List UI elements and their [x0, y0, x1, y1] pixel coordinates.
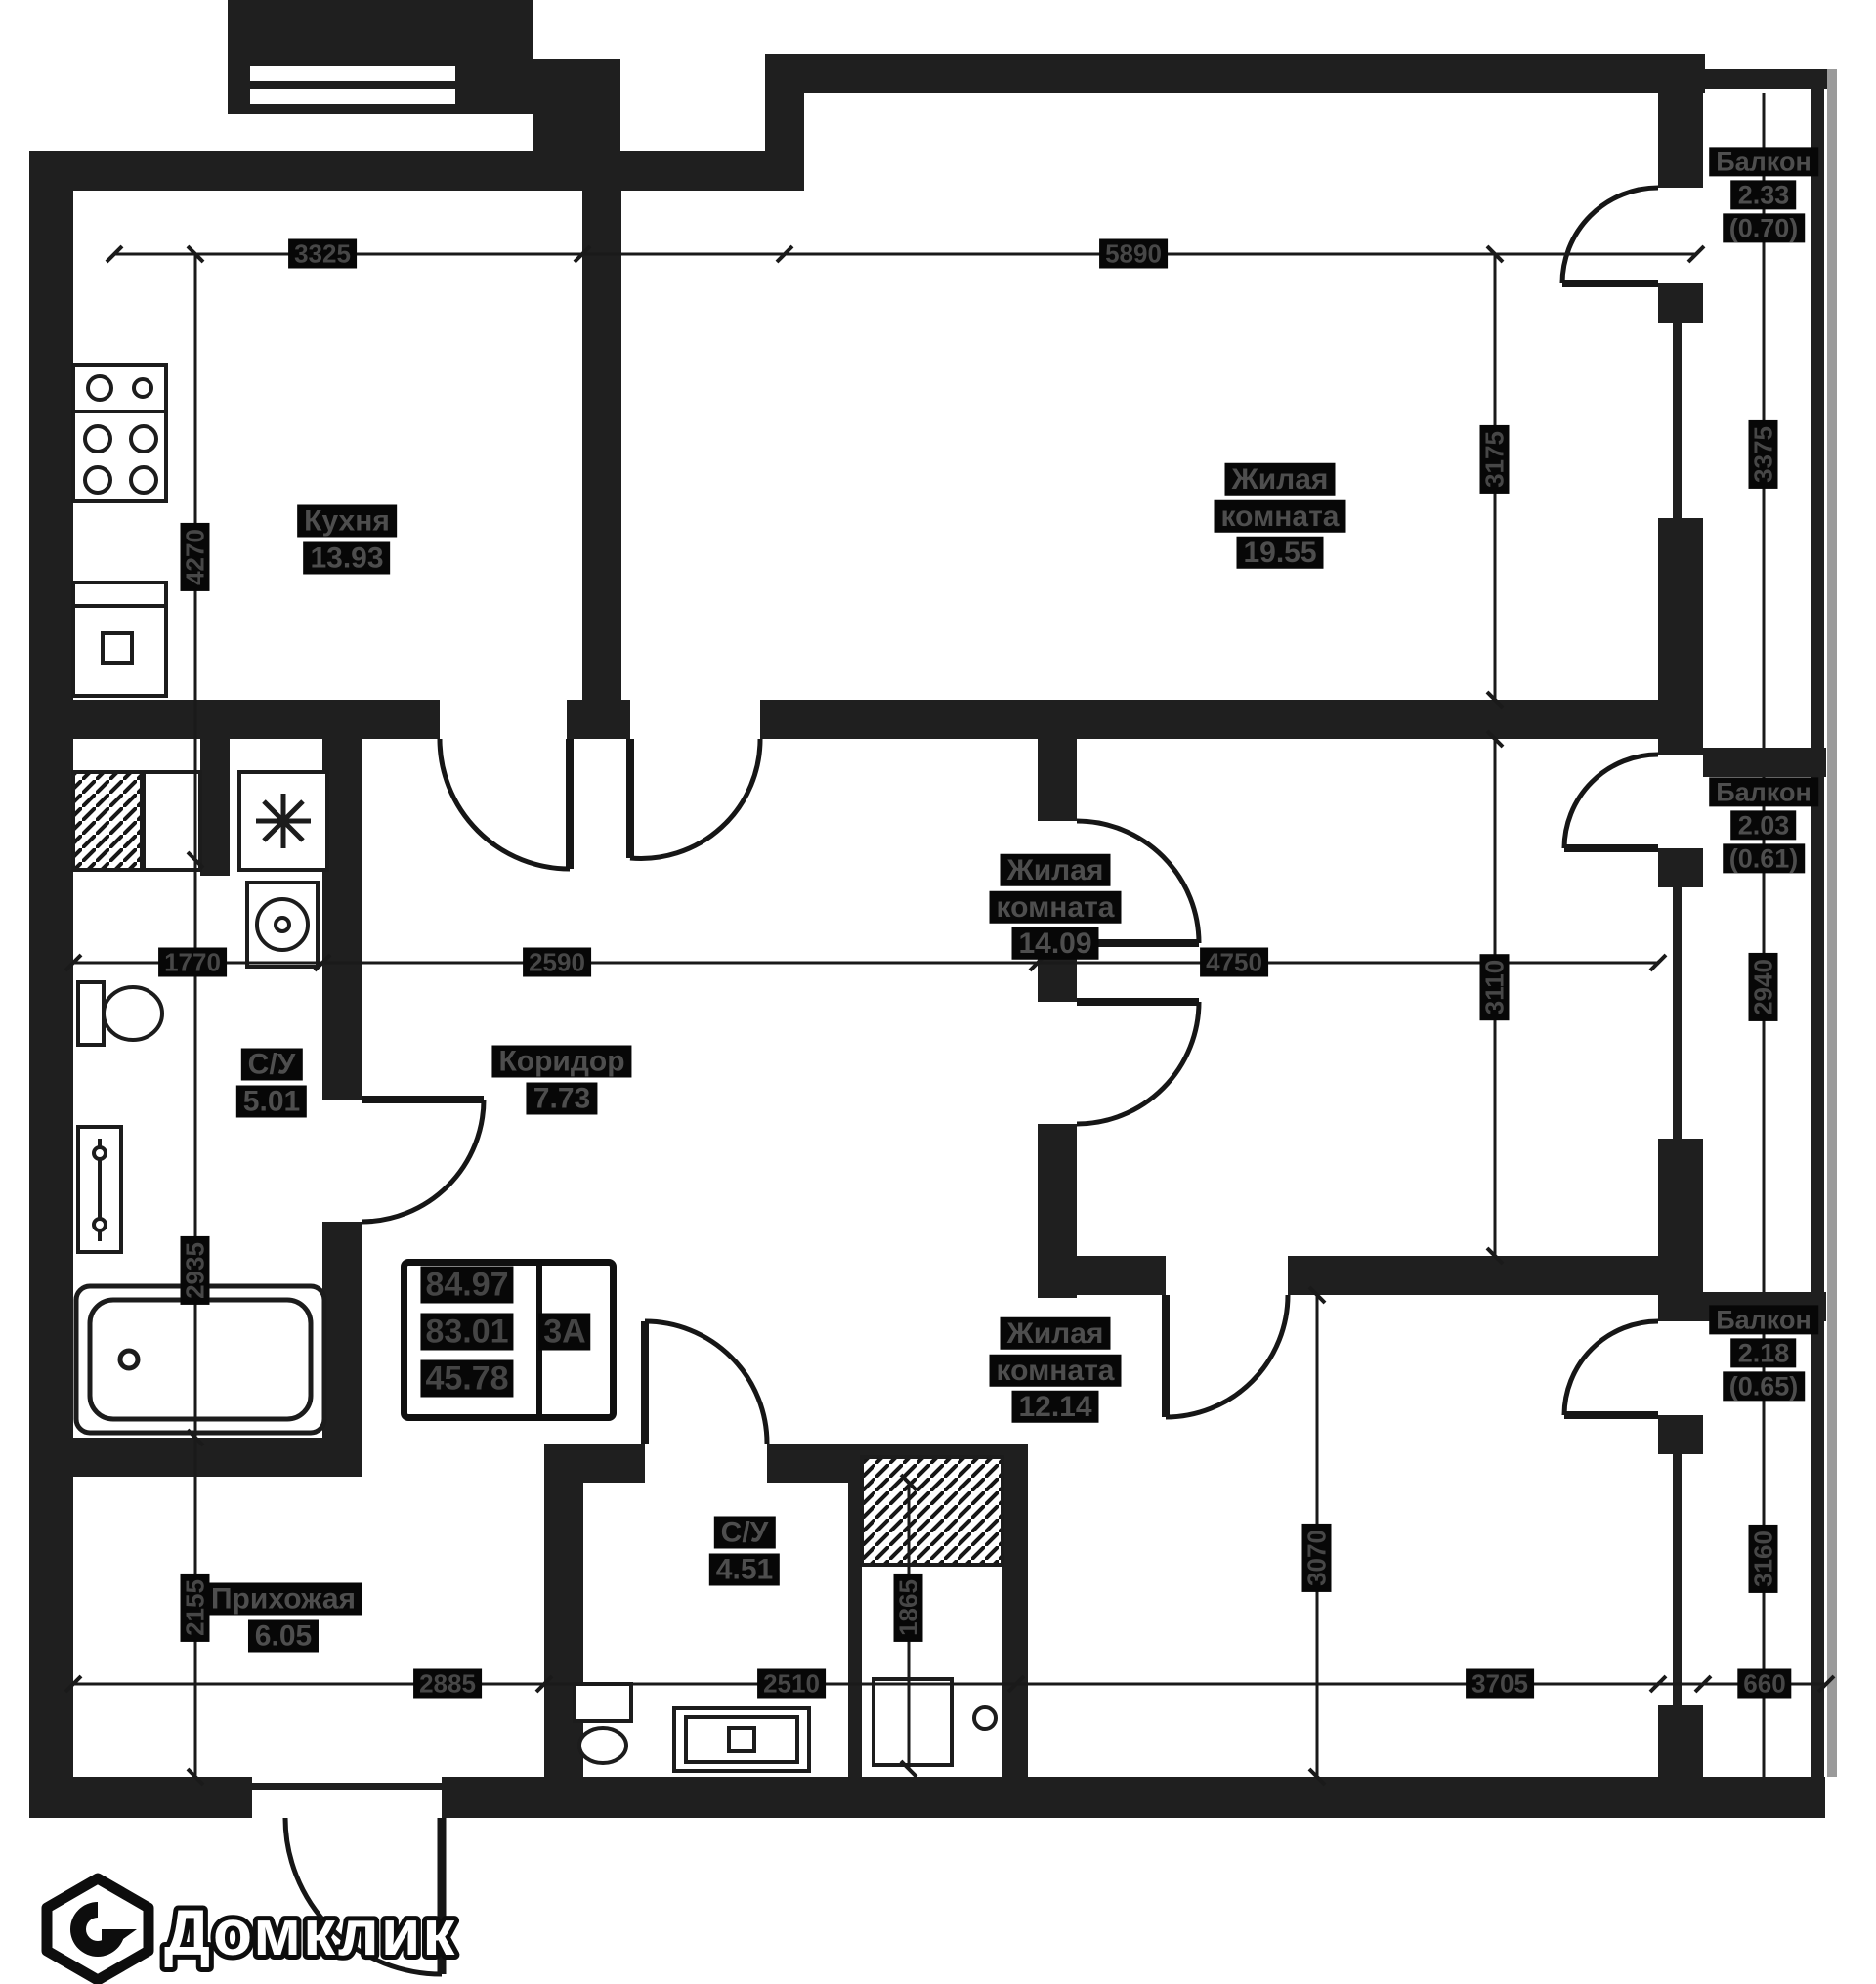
toilet-icon	[76, 980, 164, 1047]
interior-walls	[29, 191, 1658, 1777]
left-wall	[29, 151, 73, 1818]
door-kitchen	[437, 738, 574, 872]
kitchen-cabinet-icon	[71, 581, 168, 698]
valve-icon	[972, 1705, 998, 1731]
dim-living1-height: 3175	[1479, 425, 1511, 494]
dim-balcony-bottom-height: 3160	[1748, 1525, 1779, 1593]
dim-living2-height: 3110	[1479, 953, 1511, 1021]
fixtures	[71, 363, 1004, 1773]
room-label-bathroom1: С/У 5.01	[235, 1047, 308, 1120]
balcony-glazing	[1827, 69, 1837, 1777]
stamp-reduced-area: 83.01	[420, 1313, 514, 1352]
dim-bathroom2-width: 2510	[757, 1668, 826, 1700]
right-wall	[1658, 93, 1703, 1777]
dim-living1-width: 5890	[1099, 238, 1168, 270]
entrance-door	[282, 1817, 447, 1977]
washing-machine-icon	[245, 881, 320, 969]
dim-corridor-width: 2590	[523, 947, 591, 978]
door-bathroom2	[641, 1318, 770, 1445]
vent-shaft-icon	[860, 1455, 1004, 1567]
dim-shaft-height: 1865	[893, 1574, 924, 1642]
door-balcony-bottom	[1561, 1318, 1659, 1419]
walls	[29, 0, 1837, 1818]
dim-hallway-height: 2155	[180, 1574, 211, 1642]
shaft-box-icon	[872, 1677, 954, 1767]
window-icon	[1673, 887, 1682, 1139]
bathtub-icon	[73, 1283, 327, 1436]
room-label-hallway: Прихожая 6.05	[203, 1581, 363, 1655]
balcony-label-top: Балкон 2.33 (0.70)	[1709, 146, 1818, 244]
stamp-section: 3А	[538, 1313, 591, 1352]
window-icon	[1673, 1454, 1682, 1705]
entrance-threshold	[252, 1783, 442, 1790]
dim-balcony-width: 660	[1737, 1668, 1792, 1700]
dim-ticks	[105, 244, 1706, 264]
room-label-corridor: Коридор 7.73	[491, 1044, 632, 1117]
window-icon	[1673, 323, 1682, 518]
door-balcony-top	[1559, 185, 1659, 287]
doors	[282, 185, 1659, 1977]
washer-cabinet-icon	[672, 1706, 811, 1773]
dim-bathroom1-width: 1770	[158, 947, 227, 978]
kitchen-sink-icon	[71, 363, 168, 413]
room-label-kitchen: Кухня 13.93	[297, 503, 397, 577]
fan-icon	[237, 770, 329, 872]
door-living1	[626, 738, 763, 861]
balcony-label-middle: Балкон 2.03 (0.61)	[1709, 776, 1818, 875]
house-icon	[41, 1873, 154, 1984]
door-balcony-middle	[1561, 752, 1659, 852]
door-living2-b	[1076, 998, 1202, 1127]
dim-living3-height: 3070	[1301, 1524, 1333, 1592]
dim-balcony-top-height: 3375	[1748, 420, 1779, 489]
door-bathroom1	[361, 1096, 487, 1225]
dim-kitchen-height: 4270	[180, 523, 211, 591]
stamp-living-area: 45.78	[420, 1359, 514, 1399]
door-living3	[1162, 1294, 1291, 1420]
bottom-wall	[29, 1777, 252, 1818]
dim-hallway-width: 2885	[413, 1668, 482, 1700]
dim-balcony-middle-height: 2940	[1748, 953, 1779, 1021]
top-wall-right	[765, 54, 1705, 93]
stamp-total-area: 84.97	[420, 1266, 514, 1305]
room-label-bathroom2: С/У 4.51	[708, 1515, 781, 1588]
balcony-label-bottom: Балкон 2.18 (0.65)	[1709, 1304, 1818, 1402]
radiator-icon	[76, 1125, 123, 1254]
room-label-living3: Жилая комната 12.14	[960, 1315, 1151, 1426]
domklik-logo: Домклик	[41, 1873, 459, 1984]
dim-kitchen-width: 3325	[288, 238, 357, 270]
dim-bathroom1-height: 2935	[180, 1236, 211, 1305]
balcony-walls	[1703, 69, 1837, 1777]
room-label-living1: Жилая комната 19.55	[1185, 461, 1376, 572]
room-label-living2: Жилая комната 14.09	[960, 852, 1151, 963]
dim-living3-width: 3705	[1466, 1668, 1534, 1700]
top-wall-left	[29, 151, 804, 191]
stove-icon	[71, 410, 168, 503]
duct-icon	[71, 770, 144, 872]
dim-living2-width: 4750	[1200, 947, 1268, 978]
logo-text: Домклик	[164, 1896, 456, 1968]
